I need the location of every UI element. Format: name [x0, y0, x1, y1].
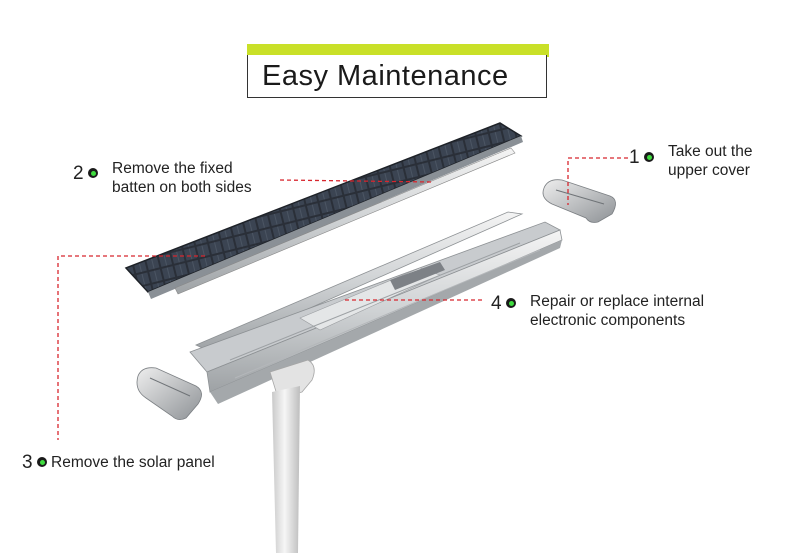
step-number: 3 [22, 452, 33, 473]
leader-step-3 [57, 255, 205, 440]
leader-step-1 [567, 157, 628, 205]
step-text-line2: electronic components [530, 312, 686, 329]
leader-lines [57, 157, 628, 440]
step-number: 2 [73, 163, 84, 184]
bullet-dot-icon [88, 168, 98, 178]
upper-cover [542, 179, 616, 223]
end-cap [136, 367, 202, 420]
pole [269, 359, 315, 553]
step-text-line2: upper cover [668, 162, 750, 179]
bullet-dot-icon [644, 152, 654, 162]
step-text-line1: Take out the [668, 143, 753, 160]
title-frame [247, 55, 547, 98]
bullet-dot-icon [37, 457, 47, 467]
page-title: Easy Maintenance [262, 60, 509, 92]
leader-step-2 [279, 179, 433, 183]
title-accent-bar [247, 44, 549, 57]
step-number: 1 [629, 147, 640, 168]
step-text-line2: batten on both sides [112, 179, 252, 196]
step-text-line1: Remove the fixed [112, 160, 233, 177]
solar-panel [124, 122, 523, 299]
step-text-line1: Remove the solar panel [51, 454, 215, 471]
step-number: 4 [491, 293, 502, 314]
step-text-line1: Repair or replace internal [530, 293, 705, 310]
fixed-batten [174, 147, 516, 295]
bullet-dot-icon [506, 298, 516, 308]
